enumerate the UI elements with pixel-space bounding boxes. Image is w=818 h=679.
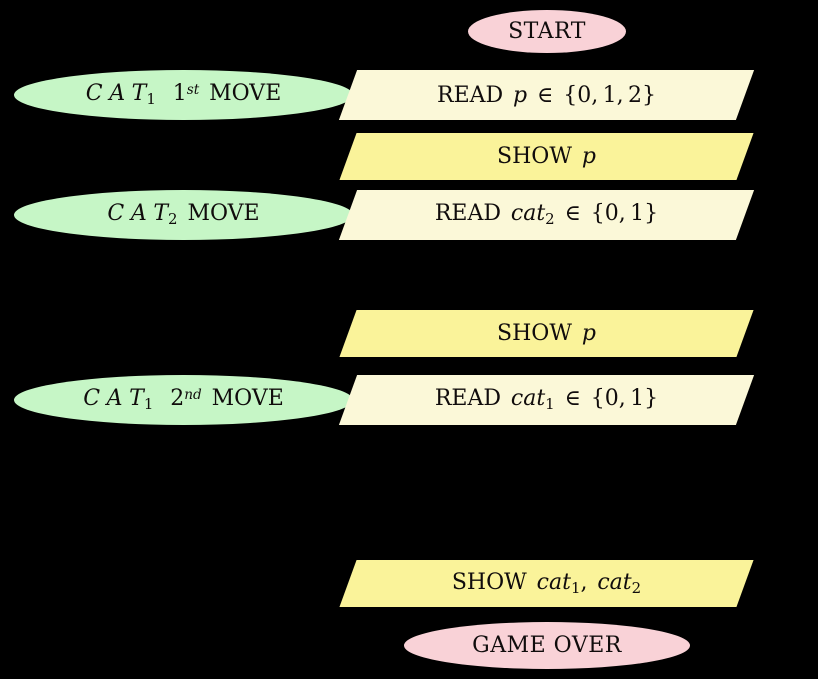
node-start[interactable]: START (468, 10, 626, 53)
node-game-over[interactable]: GAME OVER (404, 622, 690, 669)
node-game-over-label: GAME OVER (472, 632, 622, 658)
node-start-label: START (508, 18, 586, 44)
